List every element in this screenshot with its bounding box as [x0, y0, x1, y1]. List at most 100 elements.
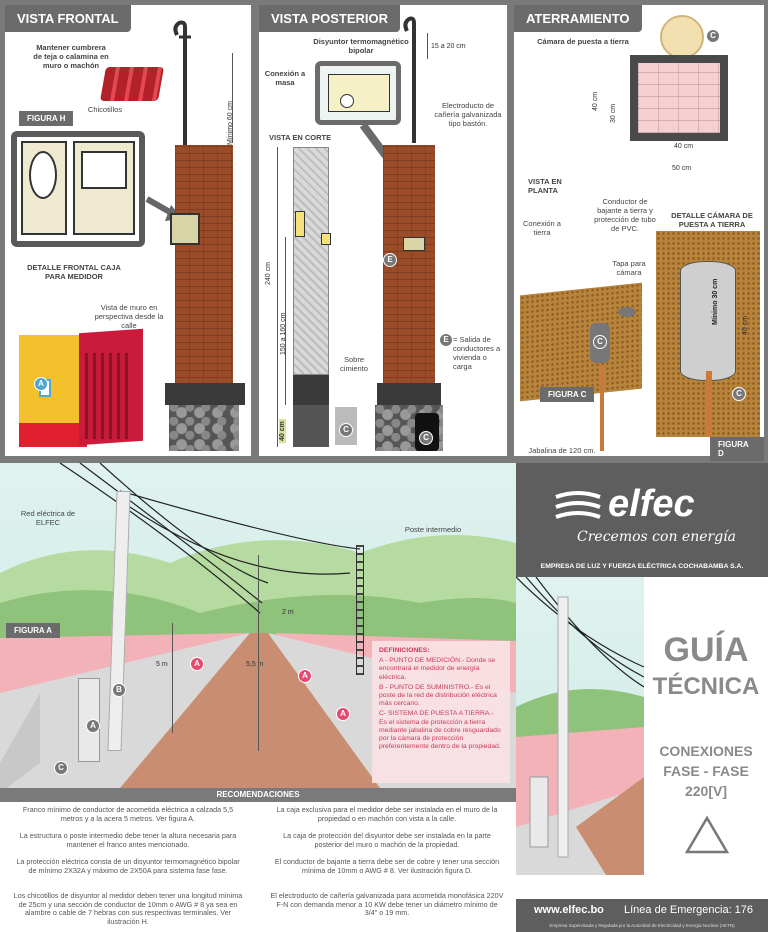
- marker-c: C: [419, 431, 433, 445]
- rec-left-1: Franco mínimo de conductor de acometida …: [22, 805, 234, 823]
- definiciones-box: DEFINICIONES: A - PUNTO DE MEDICIÓN.- Do…: [372, 641, 510, 783]
- label-jabalina: Jabalina de 120 cm.: [528, 446, 596, 455]
- company-name: EMPRESA DE LUZ Y FUERZA ELÉCTRICA COCHAB…: [540, 563, 744, 570]
- panel-title: VISTA POSTERIOR: [259, 5, 401, 32]
- rec-right-1: La caja exclusiva para el medidor debe s…: [276, 805, 498, 823]
- label-disyuntor: Disyuntor termomagnético bipolar: [313, 37, 409, 55]
- cover-tecnica: TÉCNICA: [652, 673, 760, 700]
- definicion-b: B - PUNTO DE SUMINISTRO.- Es el poste de…: [379, 683, 497, 708]
- pole-intermedio: [356, 545, 364, 675]
- recomendaciones-section: RECOMENDACIONES Franco mínimo de conduct…: [0, 788, 516, 932]
- elfec-logo-icon: [555, 491, 601, 519]
- figura-d-tag: FIGURA D: [710, 437, 764, 461]
- cover-brand-block: elfec Crecemos con energía EMPRESA DE LU…: [516, 463, 768, 577]
- box-in-section: [321, 233, 331, 245]
- cover-footnote: Empresa Supervisada y Regulada por la Au…: [549, 923, 735, 928]
- dim-40-a: 40 cm: [592, 91, 599, 111]
- marker-c: C: [54, 761, 68, 775]
- marker-c: C: [593, 335, 607, 349]
- label-sobre-cimiento: Sobre cimiento: [340, 355, 368, 373]
- dim-5m: 5 m: [156, 661, 168, 668]
- dim-line-240: [277, 147, 278, 447]
- marker-a: A: [190, 657, 204, 671]
- panel-title: VISTA FRONTAL: [5, 5, 131, 32]
- marker-a: A: [86, 719, 100, 733]
- dim-minimo-30: Mínimo 30 cm: [712, 278, 719, 325]
- dim-150-160: 150 a 160 cm: [280, 312, 287, 355]
- tapa-disc: [618, 307, 636, 317]
- label-conexion-tierra: Conexión a tierra: [523, 219, 561, 237]
- label-vista-planta: VISTA EN PLANTA: [528, 177, 562, 195]
- marker-b: B: [112, 683, 126, 697]
- dim-line-150: [285, 237, 286, 405]
- label-poste-intermedio: Poste intermedio: [404, 525, 462, 534]
- definicion-c: C- SISTEMA DE PUESTA A TIERRA.- Es el si…: [379, 710, 501, 751]
- figura-h-tag: FIGURA H: [19, 111, 74, 126]
- label-camara: Cámara de puesta a tierra: [537, 37, 629, 46]
- cross-section-footing: [293, 405, 329, 447]
- dim-40-b: 40 cm: [674, 143, 694, 150]
- dim-55m: 5,5 m: [246, 661, 264, 668]
- rec-right-3: El conductor de bajante a tierra debe se…: [274, 857, 500, 875]
- marker-c: C: [706, 29, 720, 43]
- label-detalle-frontal: DETALLE FRONTAL CAJA PARA MEDIDOR: [27, 263, 121, 281]
- label-chicotillos: Chicotillos: [87, 105, 123, 114]
- label-detalle-camara: DETALLE CÁMARA DE PUESTA A TIERRA: [671, 211, 753, 229]
- label-electroducto: Electroducto de cañería galvanizada tipo…: [434, 101, 502, 128]
- panel-title: ATERRAMIENTO: [514, 5, 642, 32]
- dirt-block: [520, 282, 642, 402]
- marker-c: C: [339, 423, 353, 437]
- label-salida: = Salida de conductores a vivienda o car…: [453, 335, 501, 371]
- camara-plan: [630, 55, 728, 141]
- stone-base: [169, 403, 239, 451]
- dim-line: [258, 555, 259, 751]
- cover-emergencia: Línea de Emergencia: 176: [624, 904, 754, 916]
- cover-image: [516, 577, 644, 875]
- stone-base: [375, 405, 443, 451]
- pipe-hook-icon: [403, 16, 416, 143]
- ground-shadow: [377, 383, 441, 405]
- cover-website[interactable]: www.elfec.bo: [534, 904, 604, 916]
- brand-slogan: Crecemos con energía: [577, 529, 736, 545]
- label-vista-muro: Vista de muro en perspectiva desde la ca…: [94, 303, 164, 330]
- marker-a: A: [336, 707, 350, 721]
- figura-a-tag: FIGURA A: [6, 623, 61, 638]
- definiciones-title: DEFINICIONES:: [379, 647, 430, 654]
- dim-50: 50 cm: [672, 165, 692, 172]
- label-tapa: Tapa para cámara: [612, 259, 646, 277]
- detalle-caja-medidor: [11, 131, 145, 247]
- rec-right-2: La caja de protección del disyuntor debe…: [283, 831, 491, 849]
- panel-vista-posterior: VISTA POSTERIOR Disyuntor termomagnético…: [259, 5, 507, 456]
- figura-c-tag: FIGURA C: [540, 387, 595, 402]
- dim-15-20: 15 a 20 cm: [431, 43, 466, 50]
- brand-name: elfec: [608, 483, 695, 525]
- dim-2m: 2 m: [282, 609, 294, 616]
- disyuntor-detail: [315, 61, 401, 125]
- camara-top-circle: [660, 15, 704, 59]
- panel-aterramiento: ATERRAMIENTO Cámara de puesta a tierra C…: [514, 5, 764, 461]
- cover-guia: GUÍA: [663, 631, 749, 669]
- dim-40-c: 40 cm: [742, 315, 749, 335]
- figura-a-scene: Red eléctrica de ELFEC Poste intermedio …: [0, 463, 516, 788]
- cross-section: [293, 147, 329, 375]
- label-conductor: Conductor de bajante a tierra y protecci…: [594, 197, 656, 233]
- camara-detail: [656, 231, 760, 437]
- label-red-elfec: Red eléctrica de ELFEC: [20, 509, 76, 527]
- meter-box: [170, 213, 200, 245]
- rec-left-4: Los chicotillos de disyuntor al medidor …: [13, 891, 243, 926]
- cover-conexiones: CONEXIONES: [659, 743, 753, 759]
- dim-240: 240 cm: [265, 262, 272, 285]
- marker-a: A: [298, 669, 312, 683]
- scene-background: [0, 463, 516, 788]
- marker-e: E: [383, 253, 397, 267]
- recomendaciones-title: RECOMENDACIONES: [0, 788, 516, 802]
- marker-c: C: [732, 387, 746, 401]
- dim-line: [232, 53, 233, 143]
- triangle-icon: [684, 815, 730, 854]
- label-cumbrera: Mantener cumbrera de teja o calamina en …: [33, 43, 109, 70]
- cover-panel: elfec Crecemos con energía EMPRESA DE LU…: [516, 463, 768, 932]
- jabalina-rod: [600, 365, 604, 451]
- rec-right-4: El electroducto de cañería galvanizada p…: [270, 891, 504, 918]
- dim-30: 30 cm: [610, 103, 617, 123]
- ground-shadow: [165, 383, 245, 405]
